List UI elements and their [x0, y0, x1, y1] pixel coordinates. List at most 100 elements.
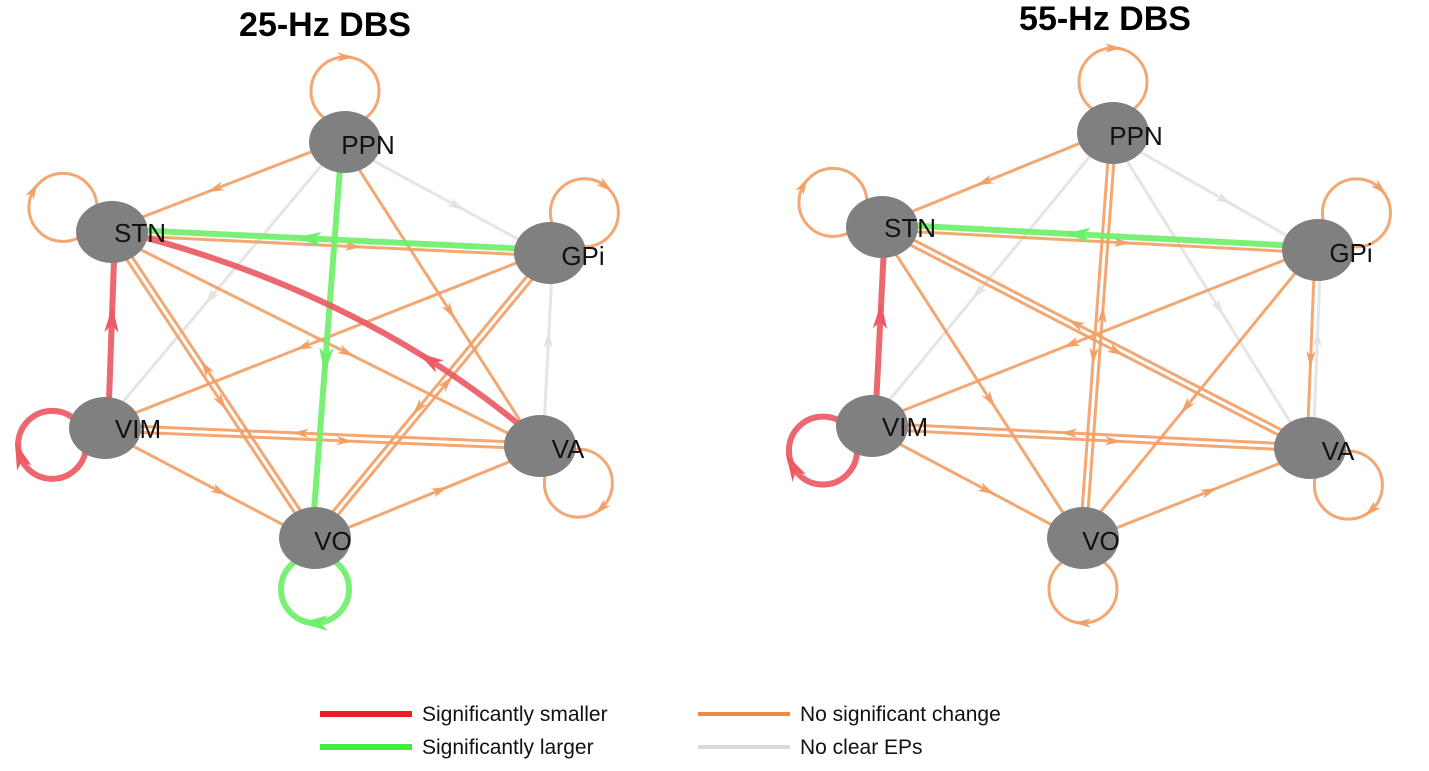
edge-va-to-gpi: [1311, 248, 1323, 450]
self-loop-va-arrow: [1365, 501, 1381, 517]
node-ppn-label: PPN: [1109, 121, 1162, 151]
edge-ppn-to-stn: [879, 128, 1114, 226]
node-vim-label: VIM: [882, 412, 928, 442]
edge-vo-to-stn: [113, 228, 319, 538]
edge-ppn-to-stn-arrow: [207, 181, 225, 192]
legend-label-larger: Significantly larger: [422, 736, 594, 759]
legend: Significantly smaller Significantly larg…: [320, 703, 1001, 759]
edge-vo-to-va: [314, 447, 543, 543]
legend-item-no-clear: No clear EPs: [698, 736, 923, 759]
edge-ppn-to-vim: [868, 129, 1113, 426]
edge-gpi-to-va: [1305, 248, 1317, 450]
node-stn: STN: [76, 201, 166, 263]
node-va-circle: [1274, 417, 1346, 479]
legend-item-larger: Significantly larger: [320, 736, 594, 759]
node-gpi: GPi: [1282, 219, 1373, 281]
edge-vim-to-stn-arrow: [872, 302, 888, 330]
edge-vo-to-va-arrow: [430, 486, 449, 498]
node-vim-label: VIM: [115, 414, 161, 444]
edge-vim-to-vo: [869, 427, 1084, 543]
edge-gpi-to-vim-arrow: [295, 339, 314, 350]
edge-gpi-to-vo-arrow: [412, 398, 427, 415]
edge-stn-to-gpi-arrow: [344, 241, 362, 251]
edge-gpi-to-vo: [311, 249, 550, 538]
edge-va-to-vim-arrow: [1060, 428, 1078, 438]
edge-va-to-gpi-arrow: [543, 331, 553, 348]
self-loop-gpi-arrow: [1371, 179, 1387, 195]
edges-25hz: [101, 137, 555, 543]
edge-ppn-to-va-arrow: [441, 301, 455, 319]
edge-ppn-to-vo: [309, 138, 346, 541]
edge-ppn-to-vo-arrow: [1089, 347, 1099, 365]
edge-va-to-stn: [110, 226, 545, 447]
edge-ppn-to-vim-arrow: [204, 288, 220, 305]
edge-vim-to-vo-arrow: [977, 482, 995, 495]
node-vim: VIM: [836, 395, 928, 457]
edge-ppn-to-vim: [101, 138, 345, 428]
node-vo: VO: [1047, 507, 1120, 569]
edge-ppn-to-va-arrow: [1210, 298, 1224, 316]
edge-gpi-to-vim: [869, 245, 1319, 425]
legend-label-no-clear: No clear EPs: [800, 736, 923, 759]
self-loop-va: [542, 447, 614, 519]
edge-vim-to-va: [870, 427, 1312, 453]
self-loop-va: [1312, 449, 1384, 521]
node-stn-label: STN: [884, 213, 936, 243]
edge-va-to-stn-arrow: [1067, 319, 1085, 332]
edge-gpi-to-vim-arrow: [1063, 336, 1081, 348]
edges-55hz: [868, 128, 1323, 543]
node-gpi-label: GPi: [561, 241, 604, 271]
node-vo: VO: [279, 507, 352, 569]
node-ppn: PPN: [1077, 102, 1163, 164]
node-vo-circle: [1047, 507, 1119, 569]
edge-vim-to-va-arrow: [336, 435, 354, 446]
self-loop-stn-arrow: [795, 178, 808, 196]
node-gpi-circle: [514, 222, 586, 284]
edge-stn-to-gpi-arrow: [1113, 237, 1131, 247]
edge-va-to-gpi-arrow: [1312, 330, 1322, 348]
self-loop-vo-arrow: [300, 615, 328, 631]
node-vim: VIM: [69, 397, 161, 459]
edge-vo-to-va: [1082, 449, 1313, 543]
legend-label-no-change: No significant change: [800, 703, 1001, 726]
edge-gpi-to-stn: [879, 221, 1322, 251]
legend-item-no-change: No significant change: [698, 703, 1001, 726]
node-stn: STN: [846, 196, 936, 258]
edge-stn-to-vo-arrow: [213, 392, 227, 410]
edge-gpi-to-va-arrow: [1306, 350, 1316, 368]
self-loop-va-arrow: [595, 499, 611, 515]
edge-vim-to-vo-arrow: [210, 483, 228, 496]
edge-ppn-to-gpi: [342, 143, 551, 258]
edge-vim-to-stn: [104, 229, 118, 432]
node-ppn: PPN: [309, 111, 395, 173]
self-loop-gpi-arrow: [596, 177, 613, 192]
node-stn-circle: [846, 196, 918, 258]
edge-ppn-to-vim-arrow: [972, 283, 987, 300]
edge-vim-to-vo: [102, 429, 316, 543]
edge-stn-to-va: [879, 228, 1311, 453]
edge-ppn-to-gpi-arrow: [447, 197, 465, 210]
self-loop-vo-arrow: [1074, 618, 1091, 628]
edge-gpi-to-vo-arrow: [1180, 397, 1195, 414]
legend-label-smaller: Significantly smaller: [422, 703, 608, 726]
edge-ppn-to-stn-arrow: [976, 174, 994, 186]
self-loop-vim-arrow: [15, 441, 32, 471]
edge-gpi-to-stn-arrow: [1064, 227, 1091, 243]
edge-stn-to-vo: [108, 232, 314, 542]
node-va: VA: [504, 415, 585, 477]
legend-item-smaller: Significantly smaller: [320, 703, 608, 726]
self-loop-ppn-arrow: [1105, 43, 1122, 53]
edge-va-to-vim: [870, 421, 1312, 447]
node-va-label: VA: [1322, 436, 1355, 466]
node-stn-label: STN: [114, 218, 166, 248]
node-vim-circle: [836, 395, 908, 457]
edge-gpi-to-stn: [109, 226, 554, 254]
self-loop-stn-arrow: [25, 183, 38, 201]
edge-gpi-to-vo: [1079, 246, 1318, 538]
node-gpi-circle: [1282, 219, 1354, 281]
edge-ppn-to-stn: [109, 137, 346, 231]
panel-title-25hz: 25-Hz DBS: [239, 6, 411, 44]
edge-vo-to-stn-arrow: [200, 360, 214, 378]
